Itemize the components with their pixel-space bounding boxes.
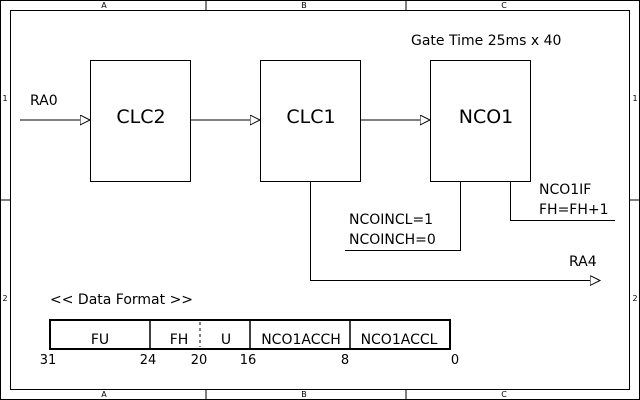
block-nco1-label: NCO1 [459, 106, 514, 128]
frame-row-label: 1 [2, 94, 7, 103]
inner-frame [10, 10, 630, 390]
frame-row-label: 2 [632, 294, 637, 303]
frame-column-label: A [101, 1, 107, 10]
bit-label: 0 [451, 353, 459, 368]
field-fu: FU [91, 332, 109, 348]
frame-column-label: A [101, 390, 107, 399]
frame-column-label: C [501, 390, 507, 399]
block-clc1-label: CLC1 [286, 106, 335, 128]
bit-label: 16 [240, 353, 257, 368]
nco-flag-if: NCO1IF [539, 182, 591, 198]
frame-column-label: C [501, 1, 507, 10]
bit-label: 24 [140, 353, 157, 368]
nco-setting-inch: NCOINCH=0 [349, 232, 436, 248]
bit-label: 20 [191, 353, 208, 368]
input-label-ra0: RA0 [30, 93, 58, 109]
gate-time-label: Gate Time 25ms x 40 [411, 33, 561, 49]
frame-row-label: 1 [632, 94, 637, 103]
frame-column-label: B [301, 390, 307, 399]
frame-row-label: 2 [2, 294, 7, 303]
bit-label: 31 [40, 353, 57, 368]
nco-setting-incl: NCOINCL=1 [349, 212, 433, 228]
block-clc1 [260, 60, 361, 182]
data-format-title: << Data Format >> [50, 292, 193, 308]
frame-column-label: B [301, 1, 307, 10]
field-fh: FH [170, 332, 189, 348]
block-clc2 [90, 60, 191, 182]
field-nco1acch: NCO1ACCH [261, 332, 341, 348]
field-u: U [221, 332, 231, 348]
output-arrow [310, 181, 601, 281]
output-label-ra4: RA4 [569, 254, 597, 270]
block-clc2-label: CLC2 [116, 106, 165, 128]
nco-flag-fh: FH=FH+1 [539, 202, 609, 218]
bit-label: 8 [341, 353, 349, 368]
block-nco1 [430, 60, 531, 182]
field-nco1accl: NCO1ACCL [361, 332, 438, 348]
